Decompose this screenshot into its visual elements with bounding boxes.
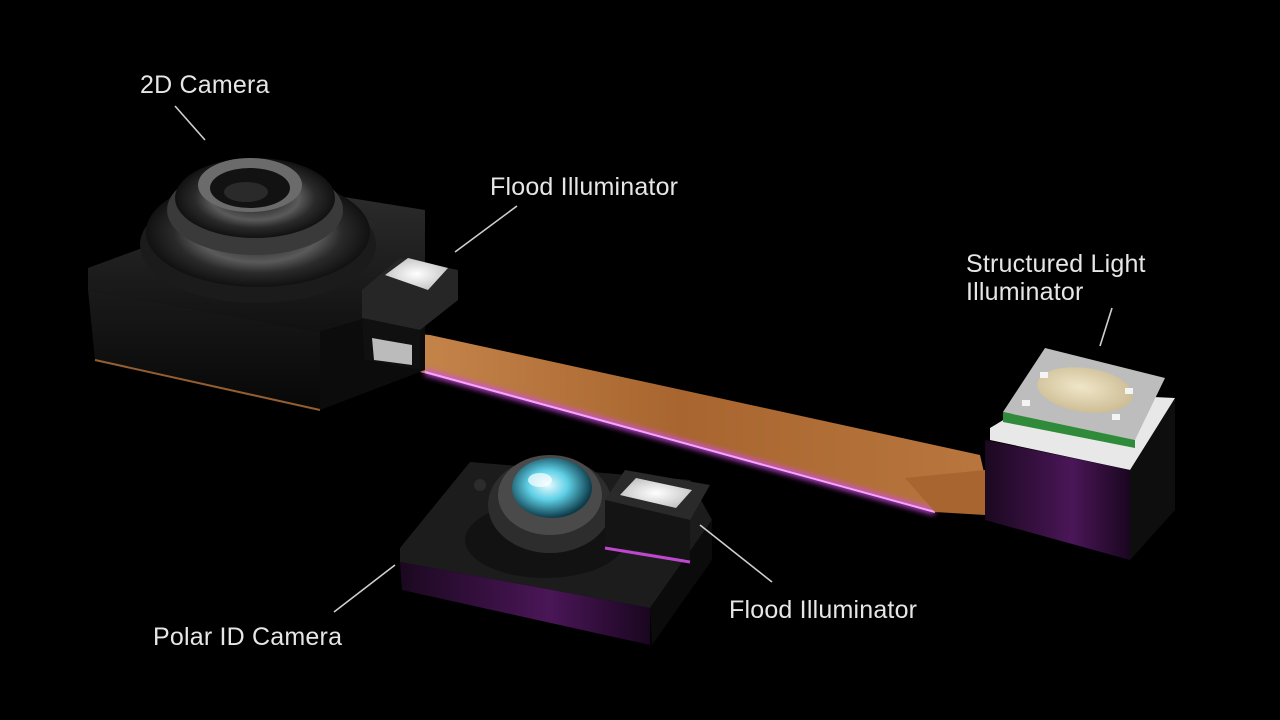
camera-2d-module bbox=[88, 158, 458, 411]
leader-flood-bottom bbox=[699, 524, 773, 583]
label-structured-light-line2: Illuminator bbox=[966, 278, 1084, 306]
leader-2d-camera bbox=[174, 105, 206, 141]
flex-cable bbox=[370, 330, 990, 515]
polar-id-camera-module bbox=[400, 455, 712, 645]
leader-lines bbox=[174, 105, 1113, 613]
label-flood-illuminator-bottom: Flood Illuminator bbox=[729, 596, 918, 624]
label-polar-id-camera: Polar ID Camera bbox=[153, 623, 343, 651]
label-2d-camera: 2D Camera bbox=[140, 71, 270, 99]
leader-flood-top bbox=[454, 205, 518, 253]
leader-polar-id bbox=[333, 564, 396, 613]
label-structured-light-illuminator: Structured Light Illuminator bbox=[966, 250, 1146, 306]
structured-light-module bbox=[985, 348, 1175, 560]
leader-structured-light bbox=[1099, 307, 1113, 347]
label-structured-light-line1: Structured Light bbox=[966, 250, 1146, 278]
label-flood-illuminator-top: Flood Illuminator bbox=[490, 173, 679, 201]
